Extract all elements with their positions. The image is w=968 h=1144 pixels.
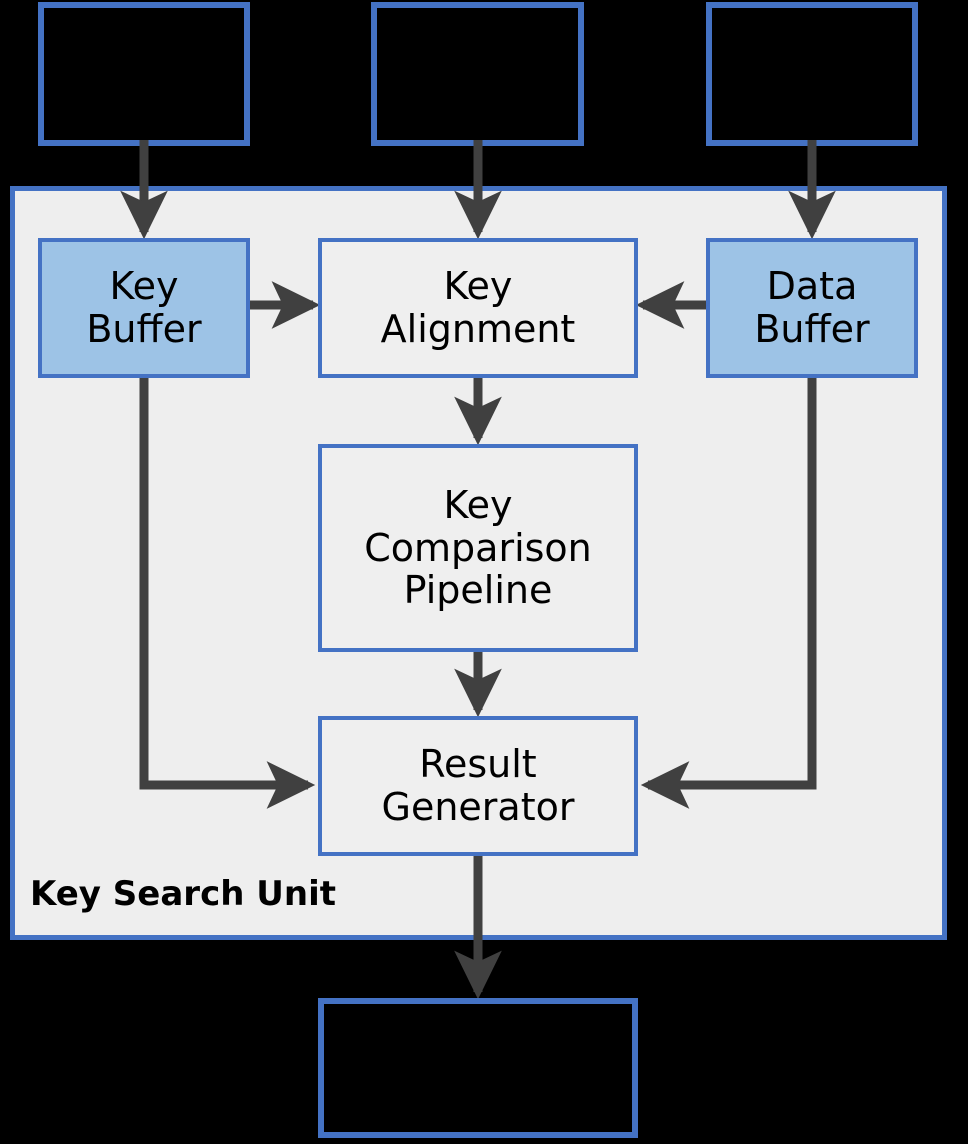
key-search-unit-label: Key Search Unit bbox=[30, 874, 336, 914]
block-data-buffer-label: Data Buffer bbox=[754, 264, 870, 351]
block-key-comparison-pipeline[interactable]: Key Comparison Pipeline bbox=[318, 444, 638, 652]
block-key-alignment[interactable]: Key Alignment bbox=[318, 238, 638, 378]
connector-data-buffer-to-result-generator bbox=[640, 375, 817, 809]
block-key-buffer[interactable]: Key Buffer bbox=[38, 238, 250, 378]
block-key-alignment-label: Key Alignment bbox=[380, 264, 576, 351]
block-data-buffer[interactable]: Data Buffer bbox=[706, 238, 918, 378]
external-node-top-left[interactable] bbox=[38, 2, 250, 146]
external-node-bottom[interactable] bbox=[318, 998, 638, 1138]
block-key-comparison-pipeline-label: Key Comparison Pipeline bbox=[364, 483, 592, 613]
block-result-generator-label: Result Generator bbox=[381, 742, 575, 829]
block-result-generator[interactable]: Result Generator bbox=[318, 716, 638, 856]
block-key-buffer-label: Key Buffer bbox=[86, 264, 202, 351]
connector-key-buffer-to-result-generator bbox=[139, 375, 316, 809]
external-node-top-center[interactable] bbox=[371, 2, 584, 146]
